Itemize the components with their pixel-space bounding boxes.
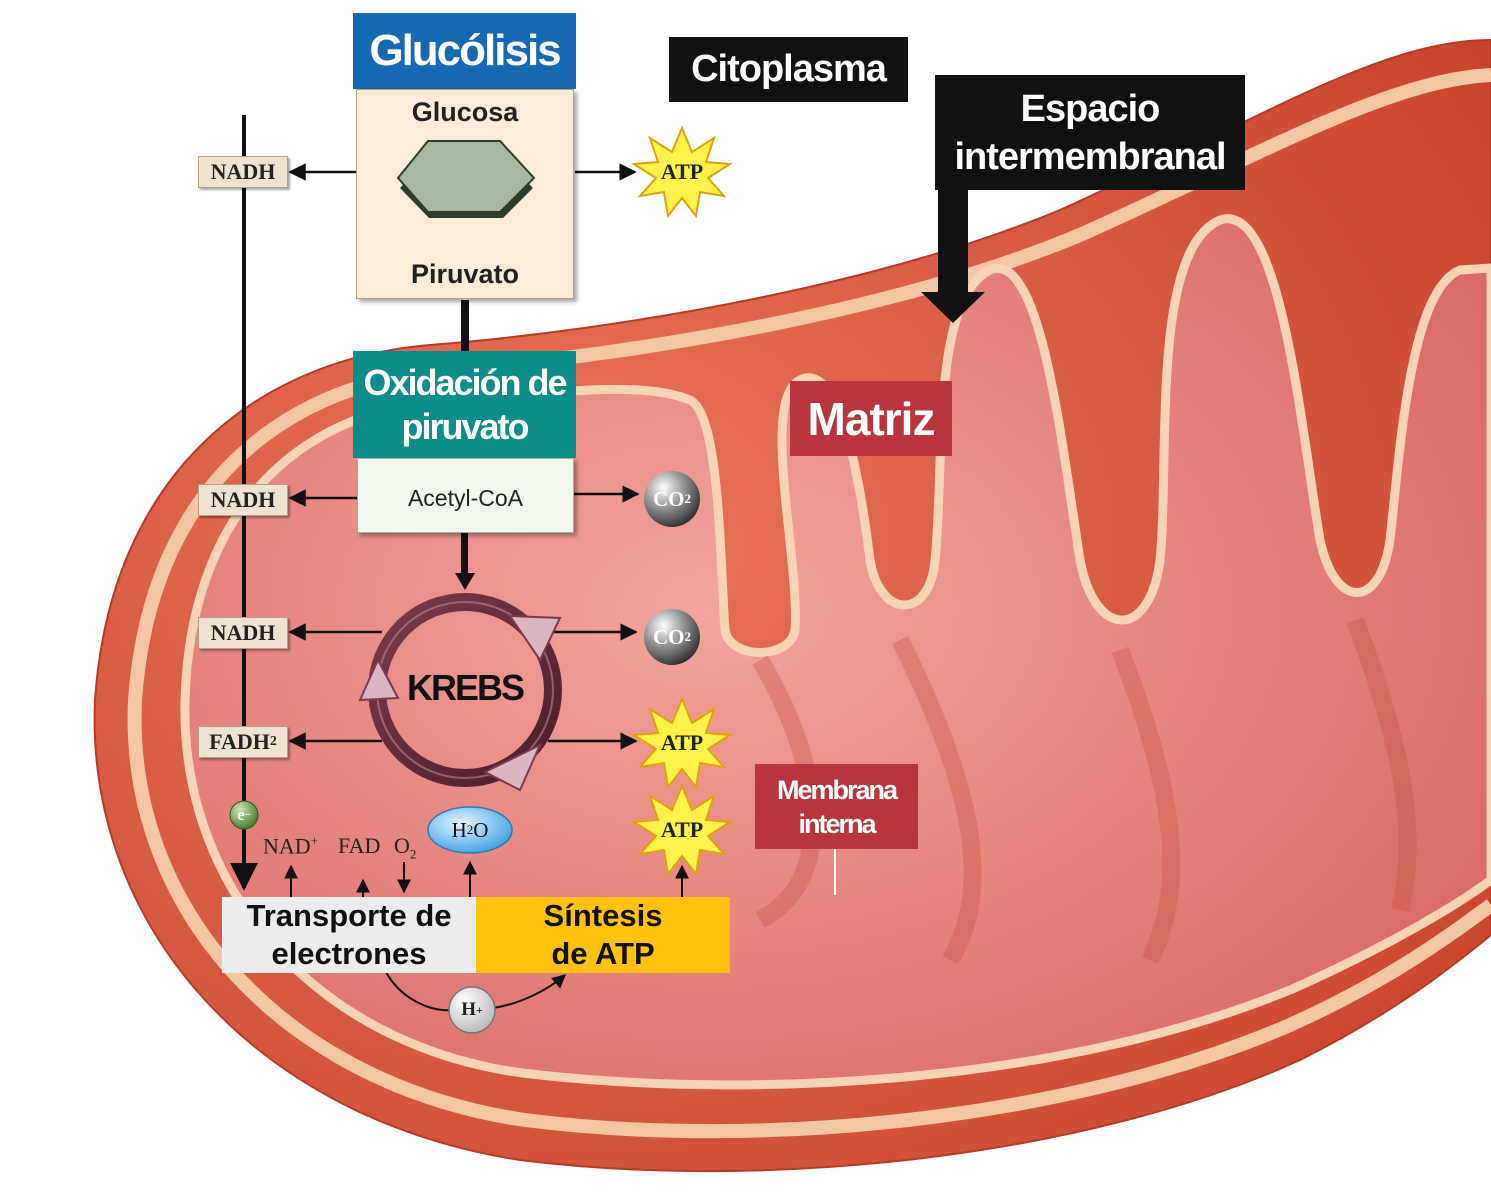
electron-transport-label: Transporte de electrones	[222, 897, 476, 973]
krebs-label: KREBS	[406, 667, 525, 708]
fadh2-sub: 2	[269, 734, 277, 749]
pyruvate-label: Piruvato	[410, 258, 520, 289]
co2-base: CO	[653, 624, 685, 649]
intermembrane-space-label: Espacio intermembranal	[935, 75, 1245, 190]
o2-base: O	[394, 833, 410, 858]
proton-base: H	[461, 999, 476, 1020]
acetyl-coa-box	[357, 458, 574, 533]
nad-sup: +	[310, 833, 319, 848]
h2o-sub: 2	[466, 822, 474, 837]
glucose-hexagon-overlay	[396, 140, 535, 218]
glycolysis-header: Glucólisis	[353, 13, 576, 89]
electron-sup: −	[244, 809, 251, 821]
co2-base: CO	[653, 486, 685, 511]
co2-sub: 2	[684, 491, 692, 506]
fad-label: FAD	[338, 833, 381, 858]
h2o-h: H	[451, 817, 467, 842]
proton-sphere-icon	[448, 986, 496, 1034]
o2-label: O2	[394, 833, 416, 862]
nadh-tag: NADH	[198, 484, 288, 516]
h2o-o: O	[473, 817, 489, 842]
pyruvate-oxidation-header: Oxidación de piruvato	[353, 351, 576, 458]
atp-synthesis-label: Síntesis de ATP	[476, 897, 730, 973]
water-droplet-icon	[427, 806, 513, 854]
proton-sup: +	[475, 1002, 483, 1017]
atp-starburst-icon	[630, 125, 734, 219]
proton-label: H+	[452, 995, 492, 1025]
glucose-label: Glucosa	[411, 96, 519, 127]
co2-sphere-icon	[644, 471, 700, 527]
atp-label: ATP	[660, 730, 704, 755]
acetyl-coa-label: Acetyl-CoA	[407, 484, 524, 511]
atp-starburst-icon	[630, 783, 734, 877]
nadh-tag: NADH	[198, 617, 288, 649]
inner-membrane-label: Membrana interna	[755, 764, 918, 849]
cytoplasm-label: Citoplasma	[669, 37, 908, 102]
matrix-label: Matriz	[790, 381, 952, 456]
nadh-tag: NADH	[198, 156, 288, 188]
o2-sub: 2	[409, 846, 417, 862]
co2-sphere-icon	[644, 609, 700, 665]
atp-starburst-icon	[630, 696, 734, 790]
atp-label: ATP	[660, 817, 704, 842]
co2-sub: 2	[684, 629, 692, 644]
fadh2-base: FADH	[209, 729, 270, 754]
krebs-cycle-icon	[358, 593, 562, 792]
nad-base: NAD	[263, 833, 311, 859]
electron-base: e	[237, 805, 245, 824]
electron-sphere-icon	[229, 800, 259, 830]
nad-plus-label: NAD+	[263, 833, 318, 859]
atp-label: ATP	[660, 159, 704, 184]
electron-label: e−	[230, 802, 258, 828]
